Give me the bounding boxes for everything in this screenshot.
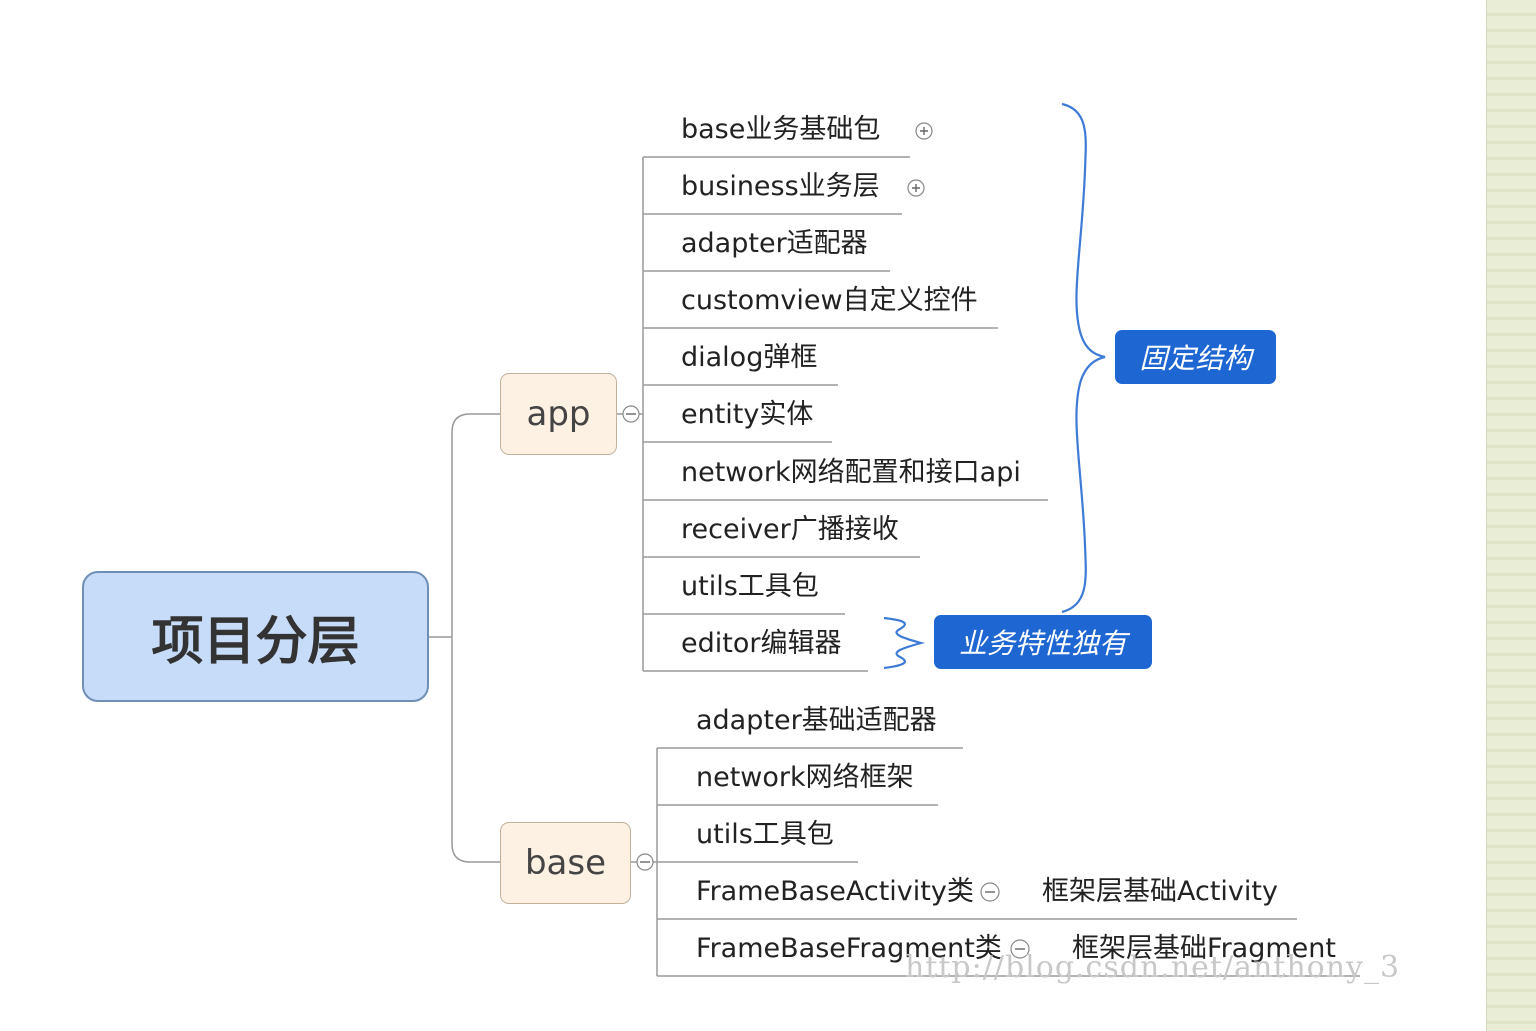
framebasefragment-desc[interactable]: 框架层基础Fragment (1072, 933, 1336, 964)
base-child-framebaseactivity[interactable]: FrameBaseActivity类 (696, 876, 974, 907)
watermark: http://blog.csdn.net/anthony_3 (905, 950, 1401, 985)
fixed-structure-brace (1061, 102, 1106, 614)
base-child-network[interactable]: network网络框架 (696, 762, 914, 793)
app-child-receiver[interactable]: receiver广播接收 (681, 514, 899, 545)
app-child-customview[interactable]: customview自定义控件 (681, 285, 978, 316)
base-child-adapter[interactable]: adapter基础适配器 (696, 705, 937, 736)
app-node[interactable]: app (500, 373, 617, 455)
app-child-editor[interactable]: editor编辑器 (681, 628, 842, 659)
fixed-structure-tag[interactable]: 固定结构 (1115, 330, 1276, 384)
framebaseactivity-desc[interactable]: 框架层基础Activity (1042, 876, 1278, 907)
app-child-utils[interactable]: utils工具包 (681, 571, 819, 602)
base-child-framebasefragment[interactable]: FrameBaseFragment类 (696, 933, 1002, 964)
root-node[interactable]: 项目分层 (82, 571, 429, 702)
app-child-network[interactable]: network网络配置和接口api (681, 457, 1021, 488)
app-child-business[interactable]: business业务层 (681, 171, 880, 202)
app-child-base[interactable]: base业务基础包 (681, 114, 881, 145)
base-node[interactable]: base (500, 822, 631, 904)
app-child-adapter[interactable]: adapter适配器 (681, 228, 868, 259)
business-unique-brace (883, 616, 926, 670)
app-child-entity[interactable]: entity实体 (681, 399, 814, 430)
business-unique-tag[interactable]: 业务特性独有 (934, 615, 1152, 669)
app-child-dialog[interactable]: dialog弹框 (681, 342, 818, 373)
page-edge-stripe (1486, 0, 1536, 1031)
base-child-utils[interactable]: utils工具包 (696, 819, 834, 850)
